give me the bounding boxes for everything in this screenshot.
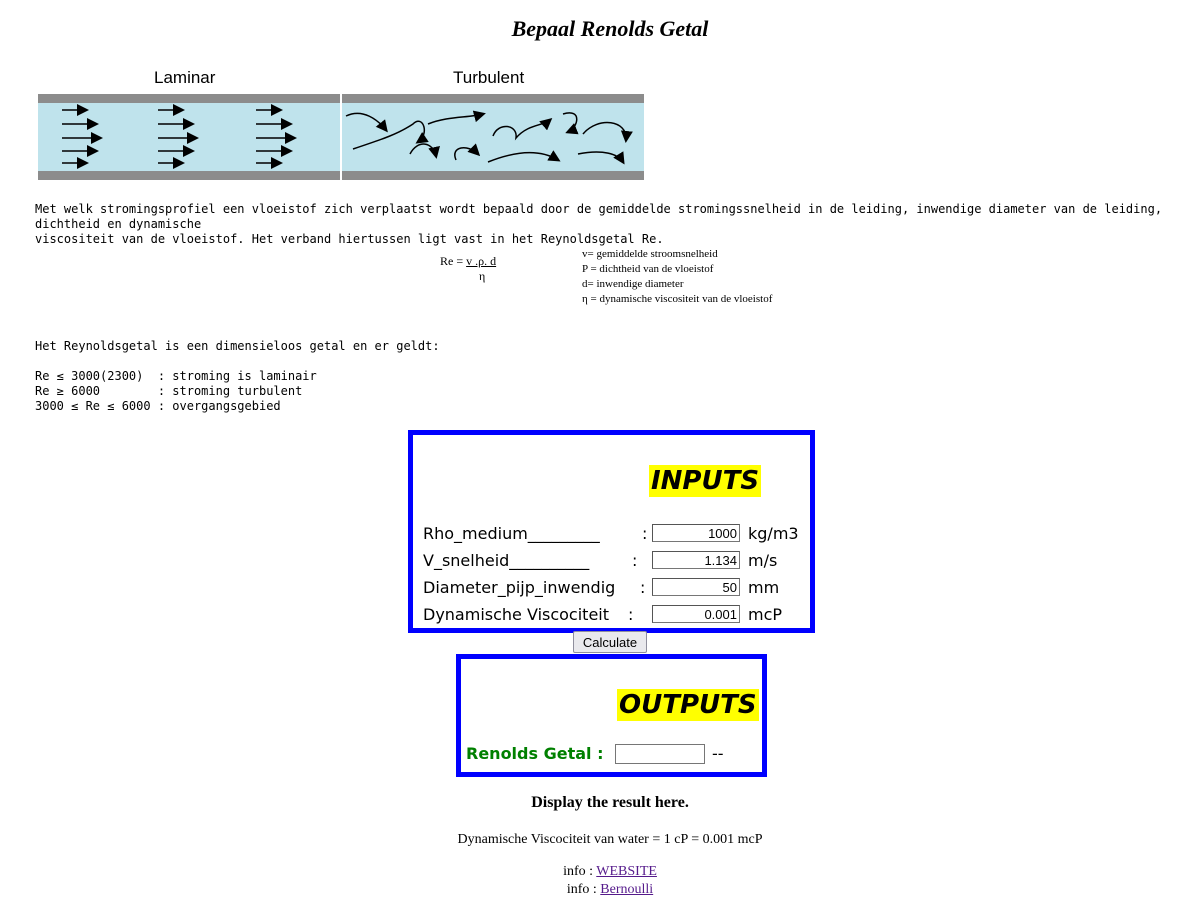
inputs-title: INPUTS xyxy=(649,465,762,497)
info-bernoulli: info : Bernoulli xyxy=(566,882,654,897)
rho-medium-input[interactable] xyxy=(652,524,740,542)
website-link[interactable]: WEBSITE xyxy=(596,864,657,879)
diameter-label: Diameter_pijp_inwendig xyxy=(423,578,616,597)
outputs-title: OUTPUTS xyxy=(617,689,759,721)
viscosity-input[interactable] xyxy=(652,605,740,623)
velocity-label: V_snelheid__________ xyxy=(423,551,590,570)
flow-illustration: Laminar Turbulent xyxy=(38,66,644,182)
renolds-getal-output[interactable] xyxy=(615,744,705,764)
formula-denominator: η xyxy=(479,269,486,283)
rho-label: Rho_medium_________ xyxy=(423,524,600,543)
reynolds-formula: Re = v .ρ. d η xyxy=(440,254,497,283)
rho-unit: kg/m3 xyxy=(748,524,799,543)
renolds-getal-unit: -- xyxy=(712,744,724,763)
viscosity-label: Dynamische Viscociteit xyxy=(423,605,610,624)
flow-diagram-image xyxy=(38,94,644,180)
viscosity-note: Dynamische Viscociteit van water = 1 cP … xyxy=(457,832,763,847)
formula-legend: v= gemiddelde stroomsnelheid P = dichthe… xyxy=(582,248,773,305)
diameter-unit: mm xyxy=(748,578,780,597)
intro-text: Met welk stromingsprofiel een vloeistof … xyxy=(35,202,1163,246)
viscosity-unit: mcP xyxy=(748,605,783,624)
display-message: Display the result here. xyxy=(531,794,689,811)
formula-numerator: v .ρ. d xyxy=(466,254,497,268)
velocity-unit: m/s xyxy=(748,551,778,570)
inputs-panel: INPUTS Rho_medium_________ : kg/m3 V_sne… xyxy=(408,430,815,633)
laminar-label: Laminar xyxy=(154,68,216,87)
info-website: info : WEBSITE xyxy=(563,864,657,879)
calculate-button[interactable]: Calculate xyxy=(573,631,647,653)
reynolds-rules: Het Reynoldsgetal is een dimensieloos ge… xyxy=(35,339,440,413)
velocity-input[interactable] xyxy=(652,551,740,569)
diameter-input[interactable] xyxy=(652,578,740,596)
bernoulli-link[interactable]: Bernoulli xyxy=(600,882,654,897)
page-title: Bepaal Renolds Getal xyxy=(511,16,709,41)
turbulent-label: Turbulent xyxy=(453,68,525,87)
outputs-panel: OUTPUTS Renolds Getal : -- xyxy=(456,654,767,777)
renolds-getal-label: Renolds Getal : xyxy=(466,744,604,763)
